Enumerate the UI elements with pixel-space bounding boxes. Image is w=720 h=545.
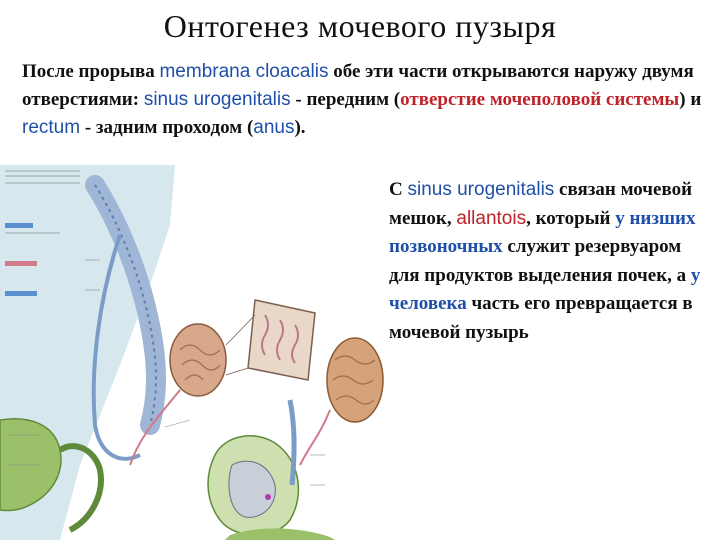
text-segment: часть его превращается в мочевой пузырь [389, 293, 693, 343]
text-segment: обе эти части открываются наружу двумя о… [22, 61, 694, 110]
magnified-section [247, 299, 316, 381]
ureteric-duct [91, 234, 141, 461]
text-segment: После прорыва [22, 61, 160, 82]
marker-dot [265, 494, 271, 500]
embryology-illustration [0, 165, 390, 540]
embryology-illustration-drawing [0, 165, 384, 540]
slide-title: Онтогенез мочевого пузыря [163, 8, 557, 44]
metanephros-pattern [179, 344, 221, 381]
latin-term: membrana cloacalis [159, 61, 329, 82]
latin-term: sinus urogenitalis [143, 89, 291, 110]
ureter [287, 399, 297, 486]
paragraph-allantois: С sinus urogenitalis связан мочевой мешо… [389, 176, 715, 347]
callout-lines [8, 259, 325, 486]
bottom-green [225, 528, 335, 540]
vessel [299, 409, 331, 466]
text-segment: связан мочевой мешок, [389, 179, 693, 229]
allantois-left [0, 418, 62, 512]
kidney-lobes [332, 355, 376, 405]
legend-lines [5, 170, 80, 296]
lobed-kidney [326, 337, 384, 423]
latin-term: anus [253, 117, 295, 138]
urogenital-sinus-left [58, 443, 104, 533]
nephron-loops [261, 314, 299, 364]
vessel [129, 389, 181, 466]
latin-term: allantois [456, 207, 527, 229]
highlighted-term: отверстие мочеполовой системы [400, 89, 680, 110]
highlighted-term: у низших позвоночных [389, 207, 696, 258]
text-segment: - задним проходом ( [80, 117, 254, 138]
text-segment: С [389, 179, 408, 200]
text-segment: - передним ( [290, 89, 401, 110]
text-segment: ) и [679, 89, 702, 110]
highlighted-term: у человека [389, 264, 701, 315]
latin-term: sinus urogenitalis [407, 179, 555, 200]
text-segment: служит резервуаром для продуктов выделен… [389, 236, 691, 286]
mesonephric-body [85, 175, 166, 435]
text-segment: ). [294, 117, 306, 138]
metanephros [169, 323, 227, 397]
paragraph-cloaca: После прорыва membrana cloacalis обе эти… [22, 58, 714, 142]
latin-term: rectum [22, 117, 81, 138]
bladder-lumen [228, 460, 276, 518]
text-segment: , который [526, 207, 616, 229]
